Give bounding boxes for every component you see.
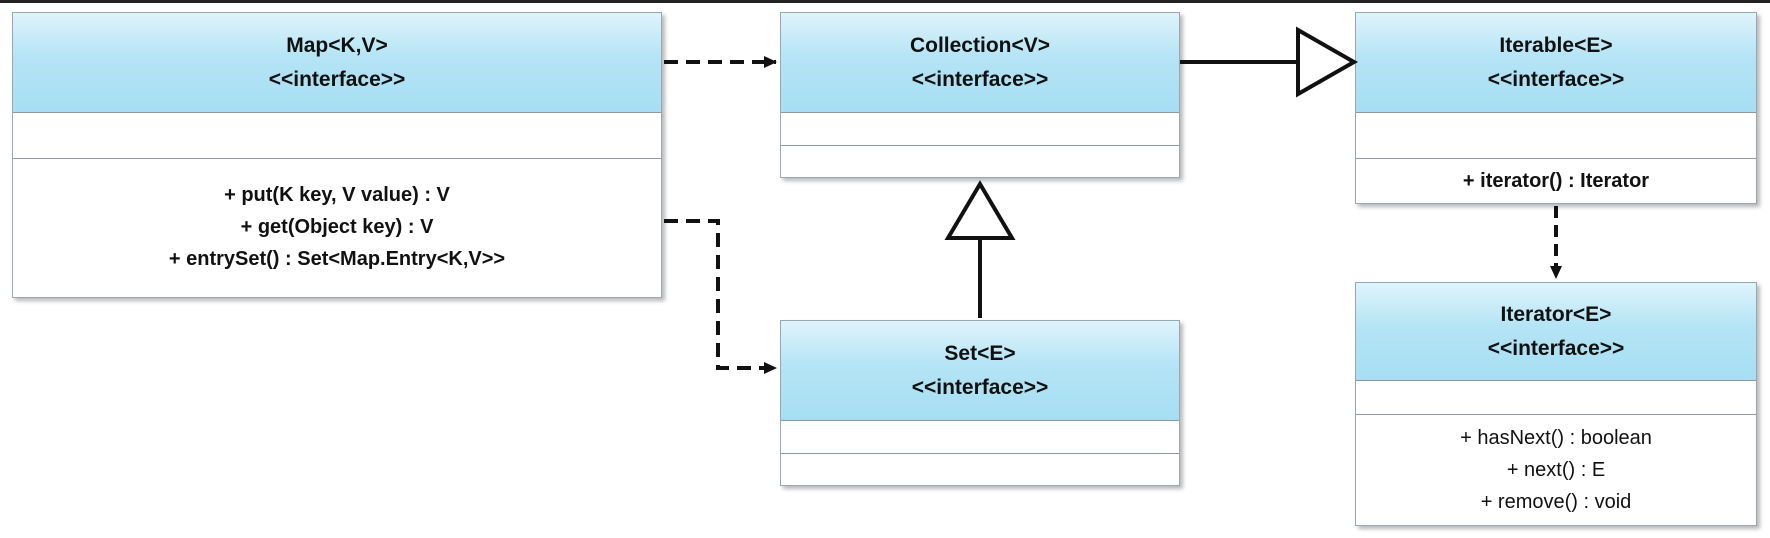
class-box-iterable[interactable]: Iterable<E> <<interface>> + iterator() :… — [1355, 12, 1757, 204]
class-stereotype: <<interface>> — [911, 67, 1049, 91]
class-header: Map<K,V> <<interface>> — [13, 13, 661, 113]
class-box-map[interactable]: Map<K,V> <<interface>> + put(K key, V va… — [12, 12, 662, 298]
operations-compartment: + hasNext() : boolean + next() : E + rem… — [1356, 415, 1756, 524]
operation: + hasNext() : boolean — [1460, 426, 1652, 449]
class-header: Collection<V> <<interface>> — [781, 13, 1179, 113]
operation: + iterator() : Iterator — [1462, 169, 1650, 192]
class-header: Iterable<E> <<interface>> — [1356, 13, 1756, 113]
attributes-compartment — [13, 113, 661, 159]
class-header: Set<E> <<interface>> — [781, 321, 1179, 421]
class-stereotype: <<interface>> — [268, 67, 406, 91]
class-box-iterator[interactable]: Iterator<E> <<interface>> + hasNext() : … — [1355, 282, 1757, 526]
class-stereotype: <<interface>> — [1487, 336, 1625, 360]
class-stereotype: <<interface>> — [911, 375, 1049, 399]
operation: + next() : E — [1506, 458, 1606, 481]
operations-compartment: + iterator() : Iterator — [1356, 159, 1756, 202]
class-name: Map<K,V> — [286, 33, 388, 57]
operation: + remove() : void — [1480, 490, 1632, 513]
attributes-compartment — [781, 421, 1179, 454]
class-box-collection[interactable]: Collection<V> <<interface>> — [780, 12, 1180, 178]
attributes-compartment — [1356, 381, 1756, 415]
class-name: Iterator<E> — [1500, 302, 1612, 326]
dependency-map-to-set — [664, 219, 777, 374]
class-header: Iterator<E> <<interface>> — [1356, 283, 1756, 381]
generalization-arrowhead — [944, 180, 1016, 240]
operation: + get(Object key) : V — [240, 216, 434, 238]
class-stereotype: <<interface>> — [1487, 67, 1625, 91]
operation: + put(K key, V value) : V — [224, 184, 450, 206]
operations-compartment: + put(K key, V value) : V + get(Object k… — [13, 159, 661, 295]
operation: + entrySet() : Set<Map.Entry<K,V>> — [168, 248, 506, 270]
attributes-compartment — [781, 113, 1179, 146]
attributes-compartment — [1356, 113, 1756, 159]
class-name: Iterable<E> — [1499, 33, 1613, 57]
class-box-set[interactable]: Set<E> <<interface>> — [780, 320, 1180, 486]
generalization-arrowhead — [1296, 26, 1359, 98]
class-name: Collection<V> — [909, 33, 1051, 57]
top-border-line — [0, 0, 1770, 3]
class-name: Set<E> — [944, 341, 1016, 365]
